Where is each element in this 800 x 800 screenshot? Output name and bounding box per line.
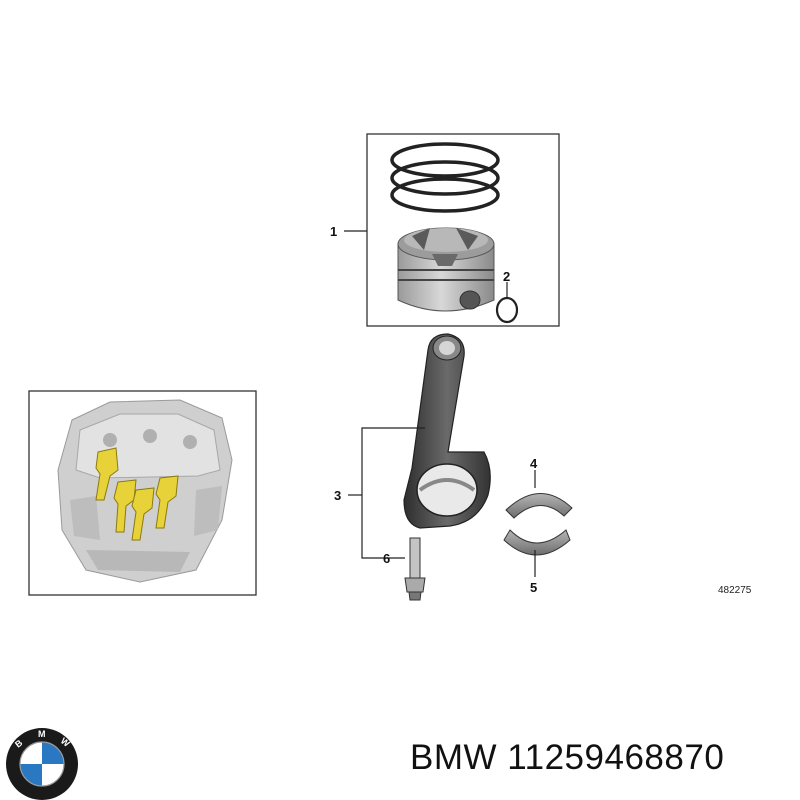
piston xyxy=(397,227,495,312)
diagram-reference-number: 482275 xyxy=(718,585,752,596)
callout-6: 6 xyxy=(383,551,390,566)
highlighted-connecting-rods xyxy=(95,447,179,541)
leader-lines xyxy=(344,230,536,577)
piston-group-frame xyxy=(366,133,560,327)
callout-4: 4 xyxy=(530,456,538,471)
callout-1: 1 xyxy=(330,224,337,239)
rod-bolt xyxy=(404,537,426,601)
callout-5: 5 xyxy=(530,580,537,595)
connecting-rod xyxy=(403,333,491,529)
svg-text:M: M xyxy=(38,729,46,739)
piston-rings xyxy=(390,142,500,213)
svg-text:B: B xyxy=(13,737,25,749)
callout-3: 3 xyxy=(334,488,341,503)
circlip xyxy=(495,296,519,324)
part-title: BMW 11259468870 xyxy=(410,738,725,777)
bearing-shell-lower xyxy=(503,529,571,556)
bmw-logo: B M W xyxy=(6,728,78,800)
callout-2: 2 xyxy=(503,269,510,284)
bearing-shell-upper xyxy=(505,493,573,519)
